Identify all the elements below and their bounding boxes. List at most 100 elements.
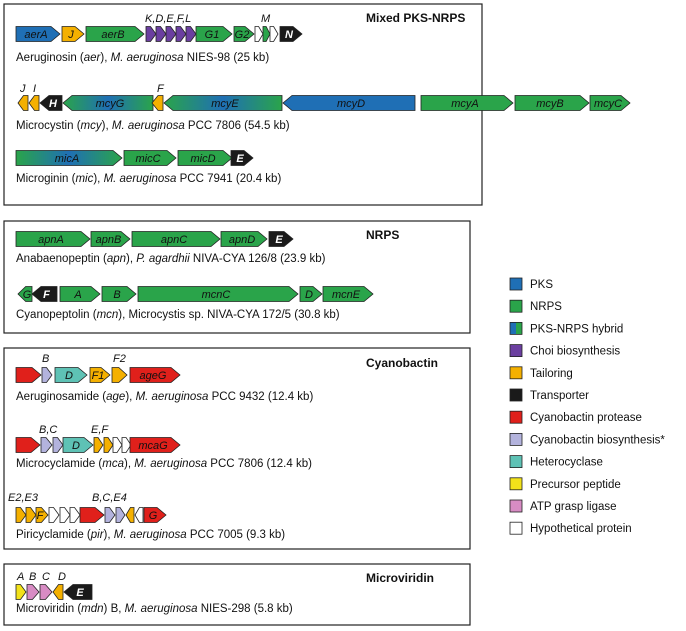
gene-arrow-age-4 — [111, 367, 128, 383]
gene-arrow-mca-1 — [40, 437, 53, 453]
gene-label-mcy-2: H — [49, 98, 58, 110]
caption-aer: Aeruginosin (aer), M. aeruginosa NIES-98… — [16, 52, 269, 64]
gene-arrow-mca-8 — [129, 437, 181, 453]
gene-arrow-mdn-1 — [26, 584, 40, 600]
legend-swatch-hypothetical — [509, 521, 523, 535]
gene-arrow-mic-1 — [123, 150, 177, 166]
gene-arrow-mdn-0 — [15, 584, 27, 600]
caption-mcn: Cyanopeptolin (mcn), Microcystis sp. NIV… — [16, 309, 340, 321]
gene-arrow-mic-0 — [15, 150, 123, 166]
gene-arrow-pir-11 — [143, 507, 167, 523]
legend-swatch-precursor — [509, 477, 523, 491]
above-label-mcy-j: J — [19, 83, 26, 95]
gene-arrow-mdn-4 — [63, 584, 93, 600]
above-label-aer-kdefl: K,D,E,F,L — [145, 13, 191, 25]
gene-label-mcy-6: mcyD — [337, 98, 365, 110]
gene-arrow-mic-2 — [177, 150, 233, 166]
gene-label-aer-8: G1 — [205, 29, 220, 41]
gene-arrow-apn-2 — [131, 231, 221, 247]
gene-arrow-age-1 — [41, 367, 53, 383]
legend-label-transporter: Transporter — [530, 390, 589, 402]
gene-arrow-pir-3 — [48, 507, 60, 523]
gene-label-mic-3: E — [236, 153, 244, 165]
gene-arrow-mca-2 — [52, 437, 64, 453]
above-labels: K,D,E,F,L M J I F B F2 B,C E,F E2,E3 B,C… — [8, 13, 271, 583]
gene-label-mdn-4: E — [76, 587, 84, 599]
gene-label-mcy-7: mcyA — [451, 98, 479, 110]
gene-arrow-apn-0 — [15, 231, 91, 247]
cluster-captions: Aeruginosin (aer), M. aeruginosa NIES-98… — [16, 52, 340, 615]
caption-mic: Microginin (mic), M. aeruginosa PCC 7941… — [16, 173, 281, 185]
gene-label-aer-0: aerA — [24, 29, 47, 41]
above-label-age-b: B — [42, 353, 49, 365]
legend-swatch-nrps — [509, 299, 523, 313]
gene-arrow-aer-2 — [85, 26, 145, 42]
gene-arrow-mca-6 — [112, 437, 123, 453]
above-label-mdn-a: A — [16, 571, 24, 583]
above-label-mca-bc: B,C — [39, 424, 57, 436]
legend-label-atp: ATP grasp ligase — [530, 501, 617, 513]
gene-label-mcy-3: mcyG — [96, 98, 125, 110]
gene-arrow-mca-3 — [62, 437, 94, 453]
gene-label-mcn-1: F — [43, 289, 50, 301]
legend-label-pks: PKS — [530, 279, 553, 291]
gene-arrow-mcy-3 — [62, 95, 154, 111]
gene-arrow-apn-3 — [220, 231, 268, 247]
gene-label-mcn-0: G — [23, 289, 32, 301]
legend-swatch-cb_biosynth — [509, 432, 523, 446]
gene-arrow-pir-4 — [59, 507, 71, 523]
gene-arrow-age-2 — [54, 367, 88, 383]
gene-arrow-mca-0 — [15, 437, 41, 453]
legend-label-protease: Cyanobactin protease — [530, 412, 642, 424]
gene-label-mic-1: micC — [135, 153, 160, 165]
legend-label-choi: Choi biosynthesis — [530, 346, 620, 358]
gene-arrow-mcy-6 — [282, 95, 416, 111]
legend-swatch-heterocyclase — [509, 455, 523, 469]
gene-arrow-age-3 — [89, 367, 111, 383]
gene-label-age-3: F1 — [92, 370, 105, 382]
gene-label-apn-3: apnD — [229, 234, 255, 246]
section-title-nrps: NRPS — [366, 228, 399, 242]
gene-arrow-pir-10 — [134, 507, 144, 523]
above-label-age-f2: F2 — [113, 353, 126, 365]
legend-label-tailoring: Tailoring — [530, 368, 573, 380]
gene-arrow-mcy-8 — [514, 95, 590, 111]
gene-arrow-mcn-5 — [299, 286, 323, 302]
gene-arrow-mca-5 — [103, 437, 114, 453]
legend-swatch-transporter — [509, 388, 523, 402]
gene-arrow-aer-12 — [269, 26, 279, 42]
gene-arrow-pir-5 — [69, 507, 81, 523]
gene-label-apn-2: apnC — [161, 234, 187, 246]
caption-apn: Anabaenopeptin (apn), P. agardhii NIVA-C… — [16, 253, 326, 265]
above-label-mdn-b: B — [29, 571, 36, 583]
gene-arrow-mcy-4 — [151, 95, 164, 111]
above-label-mca-ef: E,F — [91, 424, 109, 436]
caption-age: Aeruginosamide (age), M. aeruginosa PCC … — [16, 391, 313, 403]
above-label-pir-e2e3: E2,E3 — [8, 492, 39, 504]
legend-label-precursor: Precursor peptide — [530, 479, 621, 491]
gene-arrow-mcy-1 — [28, 95, 40, 111]
gene-arrow-age-0 — [15, 367, 42, 383]
gene-label-mcy-5: mcyE — [211, 98, 239, 110]
gene-arrow-aer-1 — [61, 26, 85, 42]
gene-arrow-aer-11 — [262, 26, 271, 42]
gene-label-mcn-4: mcnC — [202, 289, 231, 301]
gene-label-apn-0: apnA — [38, 234, 64, 246]
gene-arrow-pir-7 — [104, 507, 116, 523]
gene-label-mca-8: mcaG — [138, 440, 168, 452]
section-title-mixed-pks-nrps: Mixed PKS-NRPS — [366, 11, 465, 25]
gene-arrow-aer-13 — [279, 26, 303, 42]
caption-pir: Piricyclamide (pir), M. aeruginosa PCC 7… — [16, 529, 285, 541]
gene-arrow-mcn-1 — [31, 286, 58, 302]
gene-arrow-mca-4 — [93, 437, 104, 453]
above-label-mcy-i: I — [33, 83, 36, 95]
above-label-mcy-f: F — [157, 83, 165, 95]
gene-label-age-5: ageG — [140, 370, 167, 382]
gene-arrow-aer-4 — [155, 26, 167, 42]
gene-label-mcn-5: D — [305, 289, 313, 301]
gene-label-age-2: D — [65, 370, 73, 382]
gene-arrow-mcn-4 — [137, 286, 299, 302]
caption-mcy: Microcystin (mcy), M. aeruginosa PCC 780… — [16, 120, 290, 132]
